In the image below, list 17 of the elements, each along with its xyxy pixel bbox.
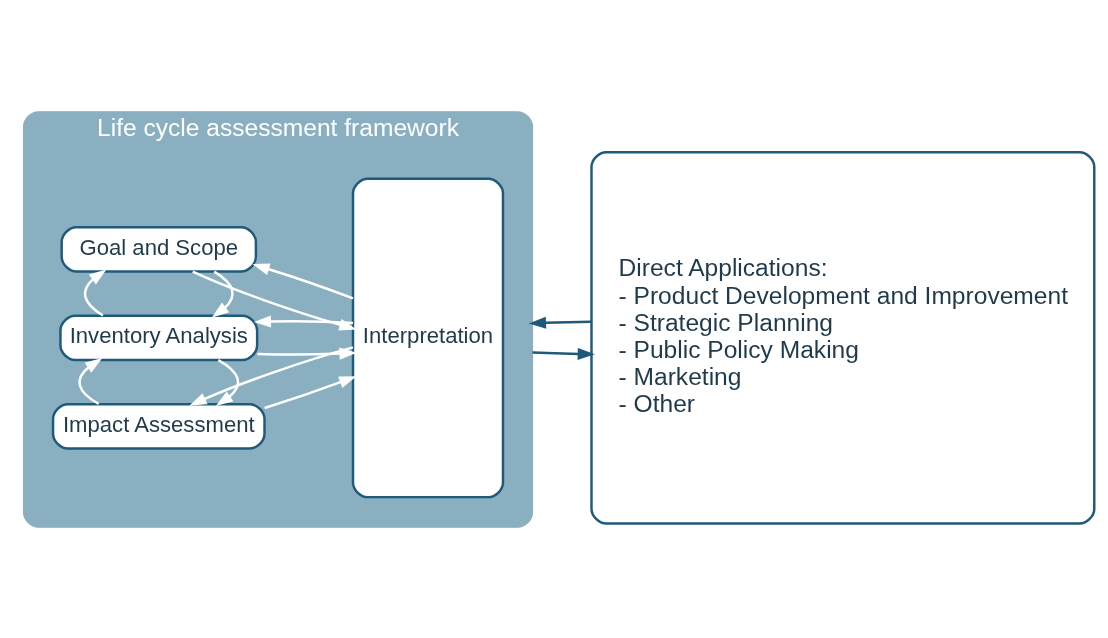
node-box: Goal and Scope — [60, 225, 258, 273]
arrow — [532, 347, 595, 360]
arrow — [264, 375, 357, 409]
arrow — [83, 268, 107, 316]
arrow — [257, 347, 357, 360]
node-box: Interpretation — [351, 177, 505, 498]
node-box: Direct Applications: - Product Development and Improvement - Strategic Planning - Public Policy Making - Marketing - Other — [590, 150, 1096, 525]
node-box: Inventory Analysis — [59, 314, 259, 361]
arrow — [528, 316, 592, 329]
arrow — [252, 262, 354, 300]
arrow — [215, 358, 240, 406]
arrow — [78, 357, 103, 405]
node-box: Impact Assessment — [51, 402, 266, 450]
arrow — [211, 270, 234, 318]
arrow — [253, 315, 354, 328]
arrow — [189, 345, 354, 406]
arrow — [192, 270, 357, 331]
